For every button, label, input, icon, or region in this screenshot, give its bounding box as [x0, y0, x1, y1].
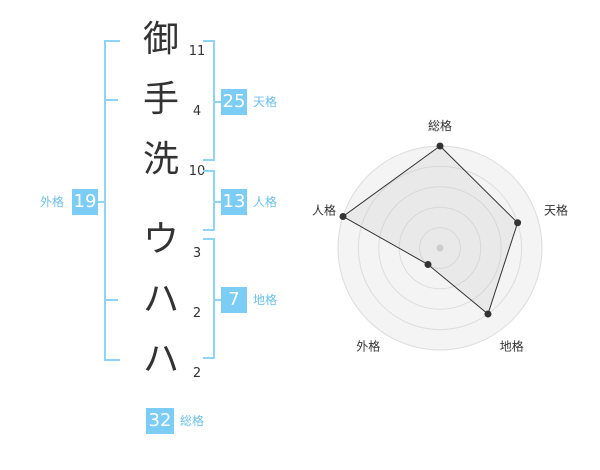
- gaikaku-bracket-tick: [106, 299, 118, 301]
- radar-point: [484, 310, 492, 318]
- gaikaku-value: 19: [72, 189, 98, 215]
- radar-center: [436, 244, 444, 252]
- stroke-count-1: 11: [188, 44, 206, 59]
- tenkaku-value: 25: [221, 89, 247, 115]
- soukaku-value: 32: [146, 408, 174, 434]
- gaikaku-bracket-connector: [96, 201, 106, 203]
- jinkaku-bracket-connector: [215, 201, 221, 203]
- stroke-count-3: 10: [188, 164, 206, 179]
- chikaku-label: 地格: [253, 293, 278, 307]
- radar-point: [424, 261, 432, 269]
- stroke-count-2: 4: [192, 104, 202, 119]
- gaikaku-bracket-tick: [106, 99, 118, 101]
- name-char-3: 洗: [142, 139, 179, 180]
- radar-axis-label: 外格: [356, 339, 380, 354]
- jinkaku-label: 人格: [253, 195, 278, 209]
- radar-point: [436, 142, 444, 150]
- gaikaku-bracket: [104, 40, 120, 361]
- jinkaku-bracket: [203, 170, 215, 231]
- radar-point: [339, 212, 347, 220]
- tenkaku-bracket: [203, 40, 215, 161]
- name-char-2: 手: [142, 79, 179, 120]
- tenkaku-bracket-connector: [215, 101, 221, 103]
- name-char-1: 御: [142, 19, 179, 60]
- tenkaku-label: 天格: [253, 95, 278, 109]
- radar-point: [514, 219, 522, 227]
- name-char-5: ハ: [142, 279, 179, 320]
- stroke-count-6: 2: [192, 366, 202, 381]
- soukaku-label: 総格: [180, 414, 205, 428]
- radar-axis-label: 地格: [500, 339, 524, 354]
- gaikaku-label: 外格: [40, 195, 65, 209]
- chikaku-bracket: [203, 238, 215, 359]
- radar-ring: [357, 165, 523, 331]
- radar-axis-label: 総格: [428, 118, 452, 133]
- chikaku-value: 7: [221, 287, 247, 313]
- radar-series-polygon: [342, 145, 519, 315]
- chikaku-bracket-connector: [215, 299, 221, 301]
- stroke-count-4: 3: [192, 246, 202, 261]
- radar-axis-label: 天格: [544, 202, 568, 217]
- jinkaku-value: 13: [221, 189, 247, 215]
- name-char-6: ハ: [142, 339, 179, 380]
- stroke-count-5: 2: [192, 306, 202, 321]
- radar-ring: [378, 186, 502, 310]
- name-char-4: ウ: [142, 219, 179, 260]
- radar-axis-label: 人格: [312, 202, 336, 217]
- radar-ring: [419, 227, 461, 269]
